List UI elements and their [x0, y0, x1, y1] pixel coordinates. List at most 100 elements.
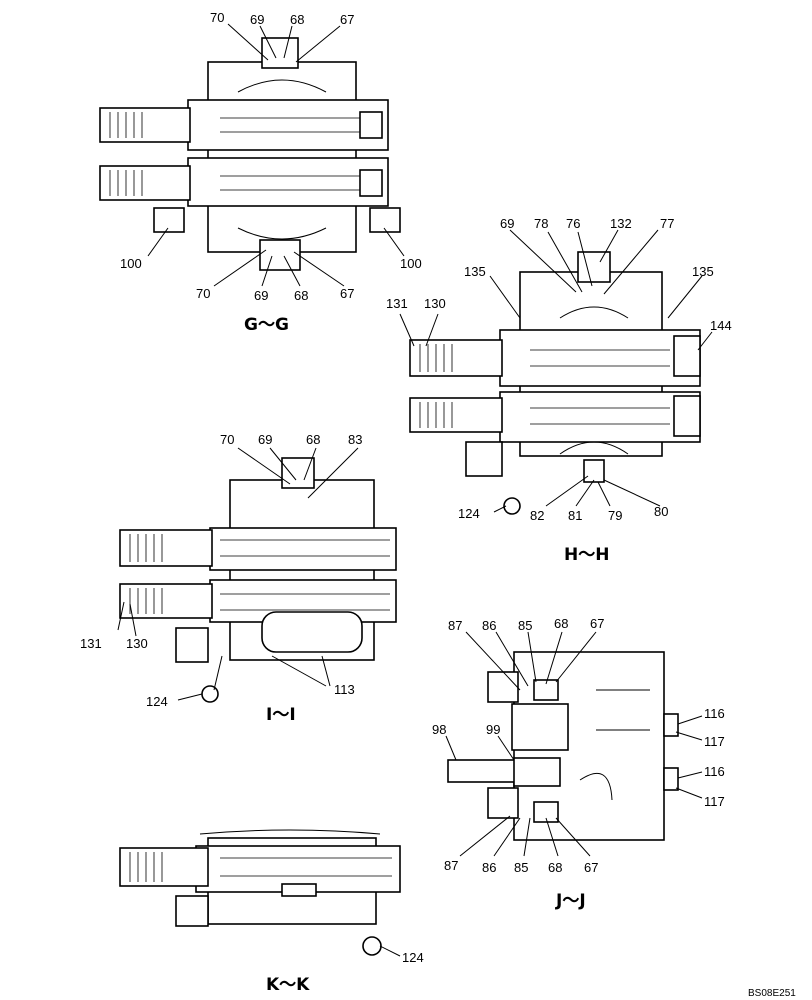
callout-99-j: 99 [486, 722, 500, 737]
callout-116-upper-j: 116 [704, 706, 725, 721]
view-j-j: 87 86 85 68 67 98 99 116 117 116 117 87 … [432, 616, 725, 911]
callout-85-bottom-j: 85 [514, 860, 528, 875]
callout-79-h: 79 [608, 508, 622, 523]
spring-cap-upper-i [119, 529, 213, 567]
section-title-k: K～K [266, 975, 310, 995]
callout-98-j: 98 [432, 722, 446, 737]
callout-68-bottom-j: 68 [548, 860, 562, 875]
relief-plug-top-g [261, 37, 299, 69]
plug-left-g [153, 207, 185, 233]
view-i-i: 70 69 68 83 131 130 124 113 I～I [80, 432, 397, 725]
callout-86-bottom-j: 86 [482, 860, 496, 875]
valve-99-j [513, 757, 561, 787]
callout-70-i: 70 [220, 432, 234, 447]
bracket-k [175, 895, 209, 927]
callout-144-h: 144 [710, 318, 732, 333]
view-k-k: 124 K～K [119, 829, 424, 995]
callout-69-h: 69 [500, 216, 514, 231]
callout-100-right-g: 100 [400, 256, 422, 271]
callout-87-top-j: 87 [448, 618, 462, 633]
passage-g [237, 79, 327, 240]
passage-block-i [261, 611, 363, 653]
spool-lines-g [220, 117, 360, 191]
end-cap-lower-h [673, 395, 701, 437]
callout-100-left-g: 100 [120, 256, 142, 271]
callout-83-i: 83 [348, 432, 362, 447]
spool-bore-upper-h [499, 329, 701, 387]
passage-j [579, 689, 650, 801]
bracket-h [465, 441, 503, 477]
spring-cap-upper-h [409, 339, 503, 377]
spring-hatch-k [129, 852, 163, 882]
slot-k [281, 883, 317, 897]
callout-68-bottom-g: 68 [294, 288, 308, 303]
callout-77-h: 77 [660, 216, 674, 231]
callout-130-i: 130 [126, 636, 148, 651]
check-plug-h [583, 459, 605, 483]
callout-117-lower-j: 117 [704, 794, 725, 809]
plug-116-upper-j [663, 713, 679, 737]
callout-81-h: 81 [568, 508, 582, 523]
spool-housing-j [511, 703, 569, 751]
relief-plug-h [577, 251, 611, 283]
callout-67-bottom-j: 67 [584, 860, 598, 875]
spring-hatch-g [109, 112, 143, 196]
view-h-h: 69 78 76 132 77 135 135 131 130 144 124 … [386, 216, 732, 565]
plug-124-i [201, 685, 219, 703]
spool-bore-upper-i [209, 527, 397, 571]
leaders-i [117, 447, 359, 701]
leader-k [379, 945, 401, 957]
callout-76-h: 76 [566, 216, 580, 231]
callout-69-i: 69 [258, 432, 272, 447]
section-title-h: H～H [564, 545, 609, 565]
callout-68-top-j: 68 [554, 616, 568, 631]
callout-135-left-h: 135 [464, 264, 486, 279]
port-block-lower-j [487, 787, 519, 819]
callout-135-right-h: 135 [692, 264, 714, 279]
callout-70-bottom-g: 70 [196, 286, 210, 301]
spool-lines-h [530, 349, 670, 425]
callout-132-h: 132 [610, 216, 632, 231]
section-title-i: I～I [266, 705, 296, 725]
spool-lines-i [220, 539, 390, 611]
callout-67-top-g: 67 [340, 12, 354, 27]
callout-68-top-g: 68 [290, 12, 304, 27]
spring-cap-upper-g [99, 107, 191, 143]
callout-85-top-j: 85 [518, 618, 532, 633]
valve-body-g [207, 61, 357, 253]
port-block-upper-j [487, 671, 519, 703]
relief-plug-i [281, 457, 315, 489]
section-title-j: J～J [555, 891, 586, 911]
leaders-h [399, 229, 713, 513]
spool-bore-upper-g [187, 99, 389, 151]
callout-67-bottom-g: 67 [340, 286, 354, 301]
plug-124-k [362, 936, 382, 956]
section-title-g: G～G [244, 315, 289, 335]
callout-117-upper-j: 117 [704, 734, 725, 749]
callout-116-lower-j: 116 [704, 764, 725, 779]
callout-131-i: 131 [80, 636, 102, 651]
callout-87-bottom-j: 87 [444, 858, 458, 873]
callout-82-h: 82 [530, 508, 544, 523]
leaders-g [147, 23, 405, 287]
end-cap-upper-g [359, 111, 383, 139]
spring-hatch-h [419, 344, 453, 428]
callout-80-h: 80 [654, 504, 668, 519]
callout-70-top-g: 70 [210, 10, 224, 25]
leaders-j [445, 631, 703, 857]
callout-130-h: 130 [424, 296, 446, 311]
spring-cap-lower-i [119, 583, 213, 619]
spring-cap-lower-g [99, 165, 191, 201]
plug-68-upper-j [533, 679, 559, 701]
passage-h [559, 306, 629, 455]
callout-131-h: 131 [386, 296, 408, 311]
spool-bore-lower-h [499, 391, 701, 443]
spool-lines-k [220, 857, 392, 877]
callout-124-k: 124 [402, 950, 424, 965]
bracket-i [175, 627, 209, 663]
callout-69-bottom-g: 69 [254, 288, 268, 303]
callout-78-h: 78 [534, 216, 548, 231]
plug-124-h [503, 497, 521, 515]
solenoid-98-j [447, 759, 517, 783]
